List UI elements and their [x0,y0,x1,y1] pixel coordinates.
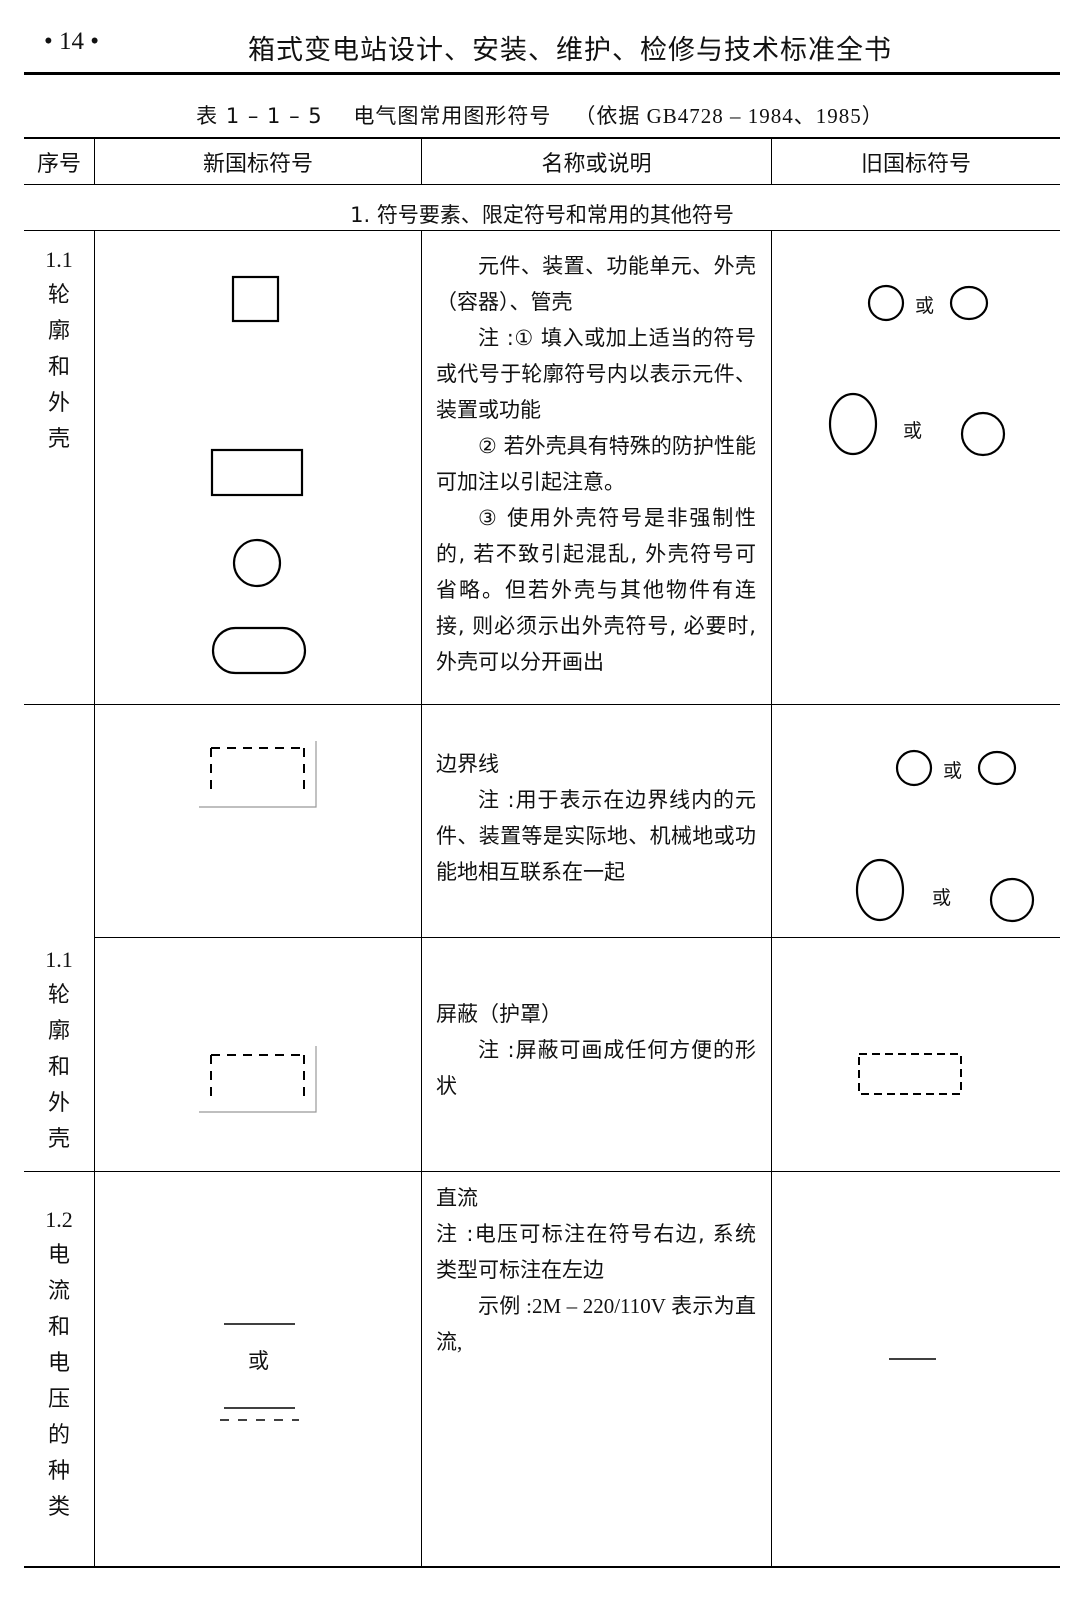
row1-seq-char: 和 [47,355,70,380]
row2-desc-line: 边界线 [436,752,499,776]
row3-desc-line: 屏蔽（护罩） [436,1002,562,1026]
col-divider-1 [94,138,95,185]
row4-desc-line: 示例 :2M – 220/110V 表示为直流, [436,1294,756,1354]
row1-seq-char: 轮 [47,283,70,308]
col-header-old-symbol: 旧国标符号 [860,152,971,177]
table-top-rule [24,137,1060,139]
col-divider-1b [94,230,95,1567]
old-large-circle-symbol [960,411,1006,457]
row2-bottom-rule [94,937,1060,938]
col-header-seq: 序号 [36,152,81,177]
row1-seq-char: 廓 [47,319,70,344]
row3-seq-char: 外 [47,1091,70,1116]
row2-old-symbols [855,749,1035,923]
row4-seq-char: 和 [47,1315,70,1340]
row3-description: 屏蔽（护罩） 注 :屏蔽可画成任何方便的形状 [436,996,756,1104]
row4-seq-char: 电 [47,1243,70,1268]
row4-old-symbol [889,1358,936,1360]
row4-desc-line: 直流 [436,1186,478,1210]
old-circle-symbol [867,284,905,322]
caption-basis: （依据 GB4728 – 1984、1985） [574,104,884,128]
book-title: 箱式变电站设计、安装、维护、检修与技术标准全书 [248,35,892,66]
screen-shield-symbol [199,1046,317,1113]
header-bottom-rule [24,184,1060,185]
section-title: 1. 符号要素、限定符号和常用的其他符号 [350,203,734,227]
row1-old-symbols [828,284,1006,457]
col-divider-2b [421,230,422,1567]
row1-description: 元件、装置、功能单元、外壳（容器）、管壳 注 :① 填入或加上适当的符号或代号于… [436,248,756,680]
row3-old-symbol [858,1053,962,1095]
or-label: 或 [943,760,963,782]
old-ellipse-symbol [949,285,989,321]
row1-new-symbols [210,275,307,675]
row4-seq-num: 1.2 [45,1207,73,1232]
row4-seq-char: 流 [47,1279,70,1304]
row3-seq: 1.1 轮 廓 和 外 壳 [24,942,94,1158]
row4-seq-char: 压 [47,1387,70,1412]
caption-label: 表 1 – 1 – 5 [196,104,323,128]
row2-new-symbol [199,741,317,808]
col-header-name: 名称或说明 [541,152,652,177]
row4-new-symbols [220,1323,299,1421]
dc-solid-dashed-symbol [220,1407,299,1421]
col-divider-3 [771,138,772,185]
row4-seq-char: 类 [47,1495,70,1520]
row3-seq-char: 和 [47,1055,70,1080]
col-divider-2 [421,138,422,185]
rounded-outline-symbol [211,626,307,675]
row1-seq-char: 壳 [47,427,70,452]
page-number: • 14 • [44,28,100,55]
circle-outline-symbol [232,538,282,588]
old-tall-ellipse-symbol [828,392,878,456]
table-caption: 表 1 – 1 – 5 电气图常用图形符号 （依据 GB4728 – 1984、… [0,100,1080,130]
header-rule [24,72,1060,75]
col-divider-3b [771,230,772,1567]
old-screen-dashed-symbol [858,1053,962,1095]
boundary-line-symbol [199,741,317,808]
row1-seq: 1.1 轮 廓 和 外 壳 [24,242,94,458]
or-label: 或 [915,295,935,317]
row3-seq-char: 廓 [47,1019,70,1044]
row2-description: 边界线 注 :用于表示在边界线内的元件、装置等是实际地、机械地或功能地相互联系在… [436,746,756,890]
row1-desc-line: 元件、装置、功能单元、外壳（容器）、管壳 [436,254,756,314]
row1-seq-char: 外 [47,391,70,416]
table-bottom-rule [24,1566,1060,1568]
row4-seq-char: 种 [47,1459,70,1484]
row1-bottom-rule [24,704,1060,705]
row4-seq: 1.2 电 流 和 电 压 的 种 类 [24,1202,94,1526]
row4-description: 直流 注 :电压可标注在符号右边, 系统类型可标注在左边 示例 :2M – 22… [436,1180,756,1360]
or-label: 或 [248,1349,269,1373]
row3-new-symbol [199,1046,317,1113]
section-bottom-rule [24,230,1060,231]
old-large-circle-symbol [989,877,1035,923]
col-header-new-symbol: 新国标符号 [202,152,313,177]
row1-seq-num: 1.1 [45,247,73,272]
row3-bottom-rule [24,1171,1060,1172]
row3-seq-char: 壳 [47,1127,70,1152]
row4-desc-line: 注 :电压可标注在符号右边, 系统类型可标注在左边 [436,1222,756,1282]
row1-desc-line: ③ 使用外壳符号是非强制性的, 若不致引起混乱, 外壳符号可省略。但若外壳与其他… [436,506,756,674]
row4-seq-char: 电 [47,1351,70,1376]
square-outline-symbol [231,275,280,323]
row4-seq-char: 的 [47,1423,70,1448]
row3-desc-line: 注 :屏蔽可画成任何方便的形状 [436,1038,756,1098]
or-label: 或 [932,887,952,909]
row1-desc-line: 注 :① 填入或加上适当的符号或代号于轮廓符号内以表示元件、装置或功能 [436,326,756,422]
row3-seq-num: 1.1 [45,947,73,972]
or-label: 或 [903,420,923,442]
old-tall-ellipse-symbol [855,858,905,922]
row1-desc-line: ② 若外壳具有特殊的防护性能可加注以引起注意。 [436,434,756,494]
old-ellipse-symbol [977,750,1017,786]
row3-seq-char: 轮 [47,983,70,1008]
rectangle-outline-symbol [210,448,304,497]
row2-desc-line: 注 :用于表示在边界线内的元件、装置等是实际地、机械地或功能地相互联系在一起 [436,788,756,884]
old-circle-symbol [895,749,933,787]
caption-title: 电气图常用图形符号 [353,104,552,128]
